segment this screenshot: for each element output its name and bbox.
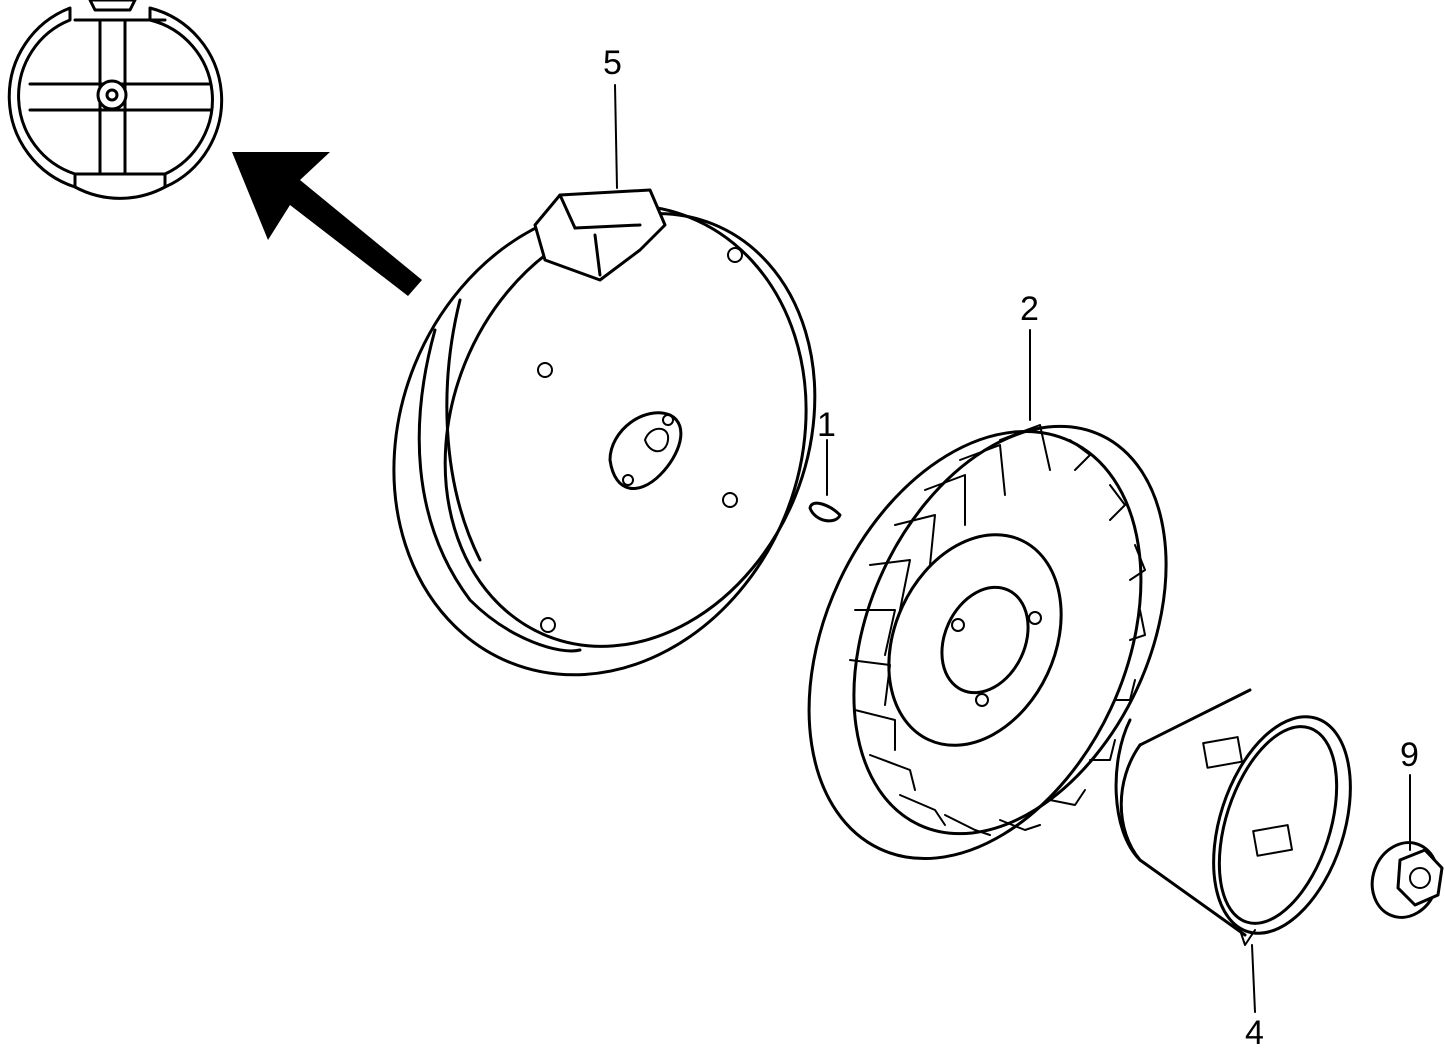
part-2-flywheel-fan [807,424,1168,861]
part-5-starter-pulley [392,188,817,677]
callout-5: 5 [603,44,622,82]
callout-9: 9 [1400,736,1419,774]
callout-2: 2 [1020,290,1039,328]
part-9-flange-nut [1370,841,1444,919]
callout-4: 4 [1245,1014,1264,1052]
callout-1: 1 [817,406,836,444]
part-4-starter-cup [1114,688,1352,946]
leader-lines [614,84,1411,1013]
direction-arrow-icon [232,152,422,296]
detail-view-icon [7,0,224,200]
part-1-key [808,501,842,523]
